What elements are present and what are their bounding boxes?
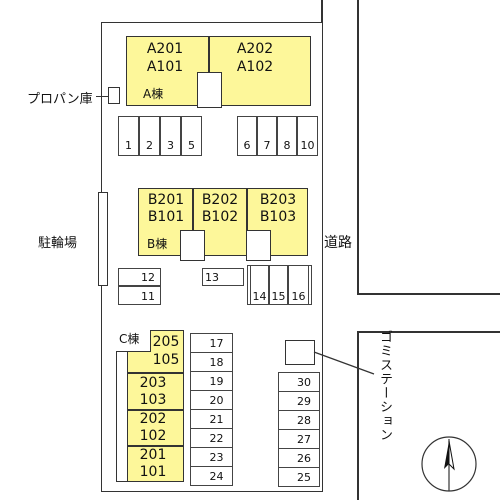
parking-13[interactable] — [202, 268, 244, 286]
parking-19-label: 19 — [209, 375, 224, 388]
parking-2[interactable] — [139, 116, 160, 156]
unit-a101: A101 — [146, 59, 184, 75]
parking-11-label: 11 — [141, 290, 155, 303]
bicycle-parking-label: 駐輪場 — [38, 236, 78, 251]
unit-c103: 103 — [139, 392, 167, 408]
building-b-divider-2 — [246, 188, 248, 230]
parking-25[interactable] — [278, 467, 320, 487]
parking-27-label: 27 — [297, 433, 311, 446]
parking-2-label: 2 — [146, 139, 153, 152]
unit-b103: B103 — [259, 209, 297, 225]
parking-6-label: 6 — [243, 139, 251, 152]
unit-a202: A202 — [236, 41, 274, 57]
parking-29-label: 29 — [297, 395, 311, 408]
garbage-station — [285, 340, 315, 365]
building-b-stair-1 — [180, 230, 205, 261]
parking-7[interactable] — [257, 116, 277, 156]
parking-24[interactable] — [190, 466, 233, 486]
parking-15-label: 15 — [271, 290, 286, 303]
building-b-divider-1 — [192, 188, 194, 230]
building-b-stair-2 — [246, 230, 271, 261]
parking-5[interactable] — [181, 116, 202, 156]
parking-16-label: 16 — [291, 290, 306, 303]
parking-21-label: 21 — [209, 413, 224, 426]
parking-12[interactable] — [118, 268, 161, 286]
parking-23-label: 23 — [209, 451, 224, 464]
parking-20-label: 20 — [209, 394, 224, 407]
building-a-label: A棟 — [143, 87, 164, 101]
parking-1-label: 1 — [125, 139, 132, 152]
road-edge-right-upper — [357, 0, 359, 294]
road-edge-corner-upper — [357, 293, 377, 295]
unit-c202: 202 — [139, 411, 167, 427]
parking-14[interactable] — [250, 265, 269, 305]
parking-7-label: 7 — [263, 139, 271, 152]
unit-c203: 203 — [139, 375, 167, 391]
parking-6[interactable] — [237, 116, 257, 156]
parking-30-label: 30 — [297, 376, 311, 389]
parking-5-label: 5 — [188, 139, 195, 152]
parking-1[interactable] — [118, 116, 139, 156]
unit-a201: A201 — [146, 41, 184, 57]
propane-storage — [108, 87, 120, 104]
parking-3-label: 3 — [167, 139, 174, 152]
parking-8-label: 8 — [283, 139, 291, 152]
parking-11[interactable] — [118, 286, 161, 305]
parking-18-label: 18 — [209, 356, 224, 369]
unit-b203: B203 — [259, 192, 297, 208]
parking-13-label: 13 — [205, 271, 219, 284]
unit-c205: 205 — [152, 334, 180, 350]
building-c-stair-notch — [116, 330, 151, 352]
north-arrow-icon — [420, 435, 478, 493]
building-b — [138, 188, 308, 256]
parking-22-label: 22 — [209, 432, 224, 445]
parking-10-label: 10 — [300, 139, 315, 152]
building-a-stair — [197, 72, 222, 108]
unit-a102: A102 — [236, 59, 274, 75]
parking-25-label: 25 — [297, 471, 311, 484]
unit-c101: 101 — [139, 464, 167, 480]
building-c-divider-3 — [127, 445, 184, 447]
unit-b201: B201 — [147, 192, 185, 208]
bicycle-parking — [98, 192, 108, 286]
building-c-divider-2 — [127, 409, 184, 411]
road-label: 道路 — [324, 235, 352, 251]
unit-c105: 105 — [152, 352, 180, 368]
building-b-label: B棟 — [147, 237, 168, 251]
parking-26-label: 26 — [297, 452, 311, 465]
road-edge-left-upper — [321, 0, 323, 22]
garbage-station-label: ゴミステーション — [377, 330, 392, 442]
parking-15[interactable] — [269, 265, 288, 305]
unit-b102: B102 — [201, 209, 239, 225]
parking-24-label: 24 — [209, 470, 224, 483]
parking-14-label: 14 — [252, 290, 267, 303]
building-c-divider-1 — [127, 372, 184, 374]
unit-b202: B202 — [201, 192, 239, 208]
parking-3[interactable] — [160, 116, 181, 156]
building-a-divider — [208, 36, 210, 72]
parking-8[interactable] — [277, 116, 297, 156]
parking-10[interactable] — [297, 116, 318, 156]
unit-c201: 201 — [139, 447, 167, 463]
road-edge-corner-upper-right — [376, 293, 500, 295]
building-c — [127, 330, 184, 482]
unit-c102: 102 — [139, 428, 167, 444]
road-edge-corner-lower — [357, 331, 500, 333]
parking-16[interactable] — [288, 265, 309, 305]
building-c-label: C棟 — [119, 332, 140, 346]
unit-b101: B101 — [147, 209, 185, 225]
propane-label: プロパン庫 — [27, 92, 93, 107]
parking-28-label: 28 — [297, 414, 311, 427]
propane-leader — [96, 96, 108, 98]
garbage-station-leader — [313, 351, 375, 375]
road-edge-right-lower — [357, 331, 359, 500]
parking-17-label: 17 — [209, 337, 224, 350]
parking-12-label: 12 — [141, 271, 155, 284]
